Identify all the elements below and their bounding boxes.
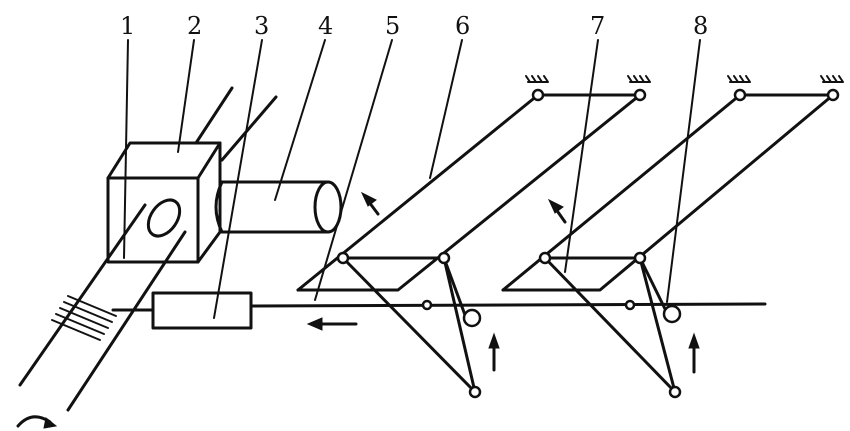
- part-labels: 1 2 3 4 5 6 7 8: [120, 12, 708, 40]
- leader-line-7: [564, 39, 599, 273]
- label-7: 7: [590, 12, 605, 40]
- leader-line-3: [213, 39, 263, 319]
- fixed-support-icon: [525, 75, 549, 83]
- label-3: 3: [254, 12, 269, 40]
- gearbox: [106, 86, 278, 264]
- input-shaft: [16, 198, 187, 429]
- label-2: 2: [187, 12, 202, 40]
- leader-line-5: [314, 39, 393, 301]
- fixed-support-icon: [627, 75, 651, 83]
- fixed-support-icon: [820, 75, 844, 83]
- push-rod: [111, 291, 767, 331]
- fixed-support-icon: [727, 75, 751, 83]
- label-5: 5: [385, 12, 400, 40]
- leader-lines: [123, 39, 701, 319]
- left-frame: [296, 75, 651, 399]
- right-frame: [501, 75, 844, 399]
- label-4: 4: [318, 12, 333, 40]
- label-8: 8: [693, 12, 708, 40]
- leader-line-6: [429, 39, 463, 179]
- leader-line-4: [274, 39, 326, 201]
- cylinder: [214, 180, 343, 234]
- label-6: 6: [455, 12, 470, 40]
- leader-line-8: [666, 39, 701, 303]
- label-1: 1: [120, 12, 135, 40]
- leader-line-2: [177, 39, 195, 153]
